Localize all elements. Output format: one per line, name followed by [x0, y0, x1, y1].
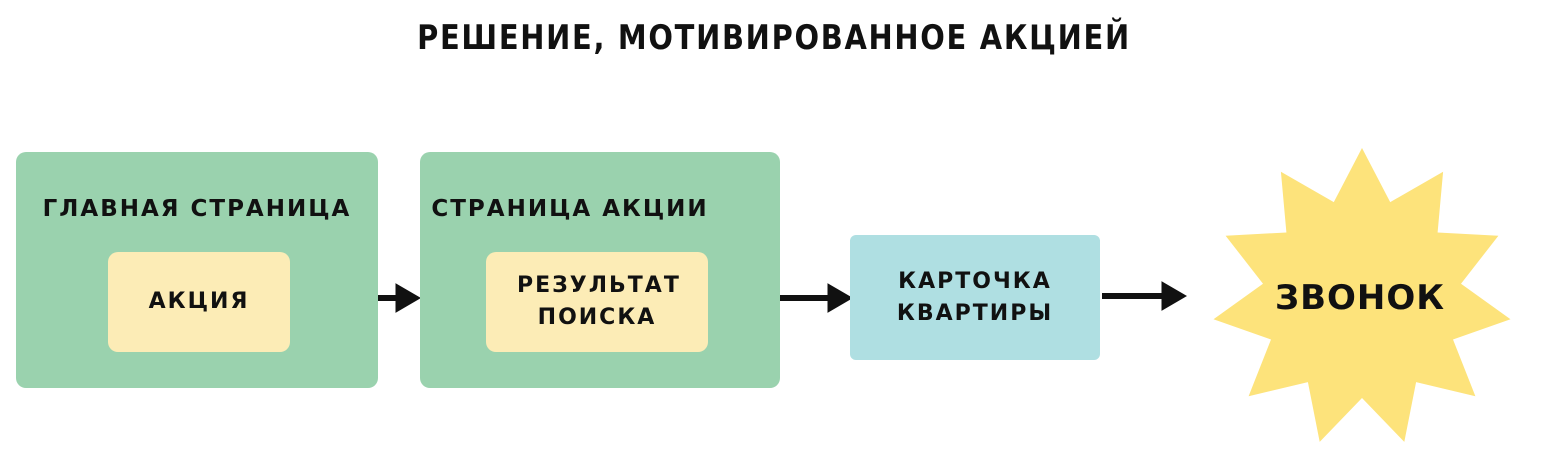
apartment-card-box: КАРТОЧКА КВАРТИРЫ [850, 235, 1100, 360]
home-page-label: ГЛАВНАЯ СТРАНИЦА [42, 196, 352, 222]
promo-page-box: СТРАНИЦА АКЦИИ РЕЗУЛЬТАТ ПОИСКА [420, 152, 780, 388]
promo-page-label: СТРАНИЦА АКЦИИ [431, 196, 709, 222]
apartment-card-label: КАРТОЧКА КВАРТИРЫ [896, 268, 1054, 326]
arrow-3 [1102, 281, 1187, 311]
diagram-title: РЕШЕНИЕ, МОТИВИРОВАННОЕ АКЦИЕЙ [417, 18, 1131, 58]
promo-box: АКЦИЯ [108, 252, 290, 352]
promo-label: АКЦИЯ [148, 289, 250, 315]
home-page-box: ГЛАВНАЯ СТРАНИЦА АКЦИЯ [16, 152, 378, 388]
search-result-box: РЕЗУЛЬТАТ ПОИСКА [486, 252, 708, 352]
call-star-shape [1213, 148, 1511, 442]
call-label: ЗВОНОК [1274, 278, 1446, 318]
search-result-label: РЕЗУЛЬТАТ ПОИСКА [517, 273, 681, 330]
